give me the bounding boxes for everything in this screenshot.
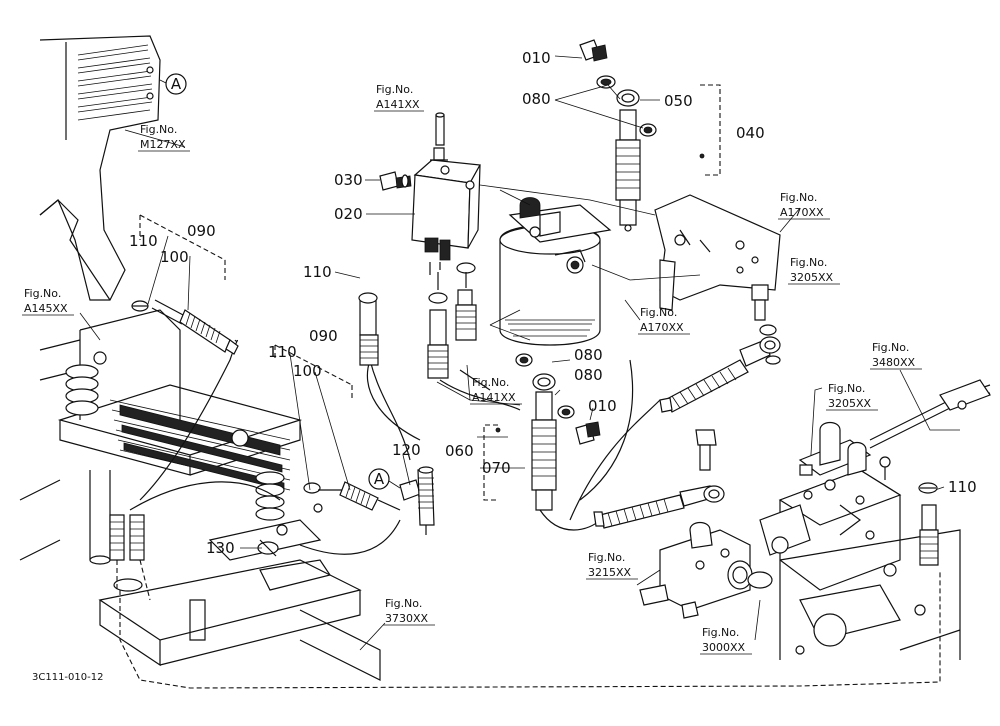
hose-assembly-upper-left <box>131 214 239 355</box>
ref-3205-low: Fig.No. 3205XX <box>826 382 878 411</box>
ref-a141-top-label: Fig.No. <box>376 83 413 96</box>
ref-3730-label: Fig.No. <box>385 597 422 610</box>
callout-100-b: 100 <box>293 362 322 380</box>
ref-a141-top: Fig.No. A141XX <box>374 83 424 112</box>
callout-020: 020 <box>334 205 363 223</box>
ref-a145-label: Fig.No. <box>24 287 61 300</box>
ref-a145: Fig.No. A145XX <box>22 287 74 316</box>
ref-3205-low-code: 3205XX <box>828 397 872 410</box>
ref-3205-low-label: Fig.No. <box>828 382 865 395</box>
ref-3730: Fig.No. 3730XX <box>383 597 435 626</box>
ref-3730-code: 3730XX <box>385 612 429 625</box>
ref-3480: Fig.No. 3480XX <box>870 341 922 370</box>
engine-block-3000 <box>779 529 961 660</box>
bolt-030 <box>379 171 412 191</box>
callout-010-top: 010 <box>522 49 551 67</box>
callout-120: 120 <box>392 441 421 459</box>
callout-110-d: 110 <box>948 478 977 496</box>
callout-050: 050 <box>664 92 693 110</box>
ref-3205-top-code: 3205XX <box>790 271 834 284</box>
bolt-3205-upper <box>751 284 781 365</box>
callout-080-low: 080 <box>574 366 603 384</box>
banjo-assembly-top <box>579 39 721 232</box>
marker-a-top: A <box>159 73 187 95</box>
callout-070: 070 <box>482 459 511 477</box>
hose-to-pump <box>593 485 725 529</box>
ref-3480-label: Fig.No. <box>872 341 909 354</box>
callout-060: 060 <box>445 442 474 460</box>
radiator-frame <box>19 309 303 565</box>
clamp-130 <box>257 524 288 557</box>
clamp-110-right <box>918 482 939 566</box>
ref-a170-right: Fig.No. A170XX <box>778 191 830 220</box>
ref-a141-low: Fig.No. A141XX <box>470 376 522 405</box>
ref-a141-low-code: A141XX <box>472 391 516 404</box>
ref-3215: Fig.No. 3215XX <box>586 551 638 580</box>
ref-3480-code: 3480XX <box>872 356 916 369</box>
ref-3205-top: Fig.No. 3205XX <box>788 256 840 285</box>
marker-a-top-label: A <box>171 75 182 93</box>
ref-3000-label: Fig.No. <box>702 626 739 639</box>
diagram-footer-id: 3C111-010-12 <box>32 672 103 683</box>
ref-3000: Fig.No. 3000XX <box>700 626 752 655</box>
ref-3215-code: 3215XX <box>588 566 632 579</box>
fuel-filter <box>499 197 612 346</box>
ref-a145-code: A145XX <box>24 302 68 315</box>
ref-a170-mid-label: Fig.No. <box>640 306 677 319</box>
ref-a170-mid-code: A170XX <box>640 321 684 334</box>
banjo-assembly-low <box>483 353 601 511</box>
ref-m127-code: M127XX <box>140 138 186 151</box>
ref-a170-mid: Fig.No. A170XX <box>638 306 690 335</box>
callout-080-top: 080 <box>522 90 551 108</box>
leader-lines <box>79 55 960 651</box>
callout-040: 040 <box>736 124 765 142</box>
callout-080-mid: 080 <box>574 346 603 364</box>
bottom-frame <box>98 519 381 681</box>
ref-3000-code: 3000XX <box>702 641 746 654</box>
left-vertical-hoses <box>109 514 145 561</box>
ref-a141-low-label: Fig.No. <box>472 376 509 389</box>
callout-090-b: 090 <box>309 327 338 345</box>
fitting-120-and-hose <box>399 466 435 535</box>
ref-a170-right-code: A170XX <box>780 206 824 219</box>
injection-pump <box>759 421 902 591</box>
callout-110-b: 110 <box>303 263 332 281</box>
ref-a141-top-code: A141XX <box>376 98 420 111</box>
ref-m127-label: Fig.No. <box>140 123 177 136</box>
marker-a-mid-label: A <box>374 470 385 488</box>
ref-a170-right-label: Fig.No. <box>780 191 817 204</box>
callout-010-low: 010 <box>588 397 617 415</box>
bracket-a170 <box>654 194 781 311</box>
lift-pump-3215 <box>639 429 773 619</box>
callout-100-a: 100 <box>160 248 189 266</box>
marker-a-mid: A <box>368 468 401 490</box>
long-hose-right <box>659 336 781 413</box>
center-hoses <box>358 262 477 379</box>
ref-3215-label: Fig.No. <box>588 551 625 564</box>
fuel-pump-020 <box>411 112 481 275</box>
callout-110-a: 110 <box>129 232 158 250</box>
radiator-grille-panel <box>39 35 161 301</box>
callout-030: 030 <box>334 171 363 189</box>
ref-m127: Fig.No. M127XX <box>138 123 190 152</box>
callout-110-c: 110 <box>268 343 297 361</box>
callout-090-a: 090 <box>187 222 216 240</box>
callout-130: 130 <box>206 539 235 557</box>
throttle-rod-3480 <box>869 379 991 480</box>
ref-3205-top-label: Fig.No. <box>790 256 827 269</box>
